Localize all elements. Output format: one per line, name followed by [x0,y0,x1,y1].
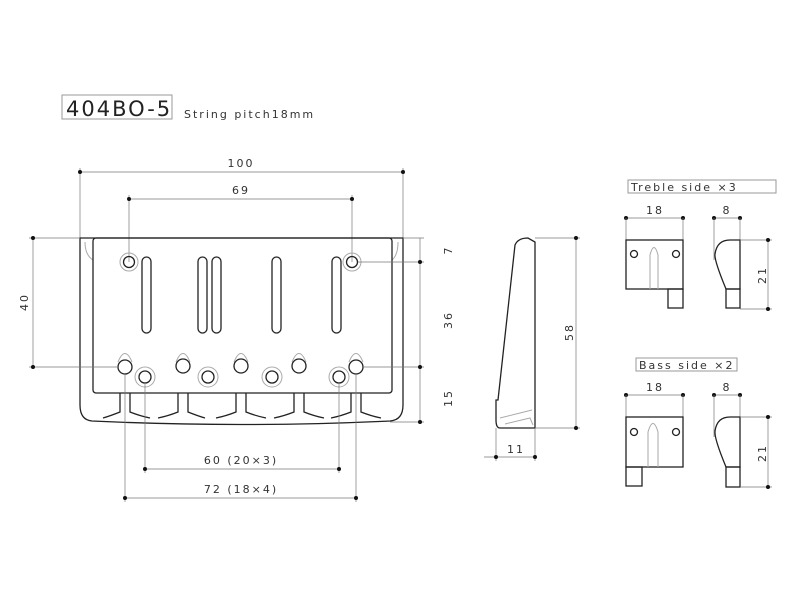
treble-height: 21 [756,266,769,284]
bass-width: 18 [646,381,664,394]
treble-width: 18 [646,204,664,217]
title-block: 404BO-5 String pitch18mm [61,94,315,121]
saddle-holes [117,353,364,388]
treble-saddle: Treble side ×3 18 8 21 [624,179,777,311]
dim-11: 11 [507,443,525,456]
dim-72: 72 (18×4) [204,483,278,496]
dim-36: 36 [442,311,455,329]
dim-7: 7 [442,246,455,255]
dim-58: 58 [563,323,576,341]
dim-15: 15 [442,389,455,407]
treble-label: Treble side ×3 [630,181,738,194]
treble-side-width: 8 [723,204,732,217]
dim-69: 69 [232,184,250,197]
bottom-dimensions: 60 (20×3) 72 (18×4) [123,374,358,502]
model-box [61,94,173,120]
dim-100: 100 [228,157,255,170]
top-dimensions: 100 69 [78,157,405,262]
bridge-side-view: 58 11 [484,236,580,461]
model-number: 404BO-5 [66,97,172,121]
right-dimensions: 7 36 15 [358,237,455,424]
dim-60: 60 (20×3) [204,454,278,467]
bass-label: Bass side ×2 [639,359,735,372]
bridge-plate-top-view [79,237,404,426]
bass-saddle: Bass side ×2 18 8 21 [624,357,772,489]
depth-dimension: 40 [18,236,118,369]
bass-side-width: 8 [723,381,732,394]
bass-height: 21 [756,444,769,462]
dim-40: 40 [18,293,31,311]
string-pitch: String pitch18mm [184,108,315,121]
